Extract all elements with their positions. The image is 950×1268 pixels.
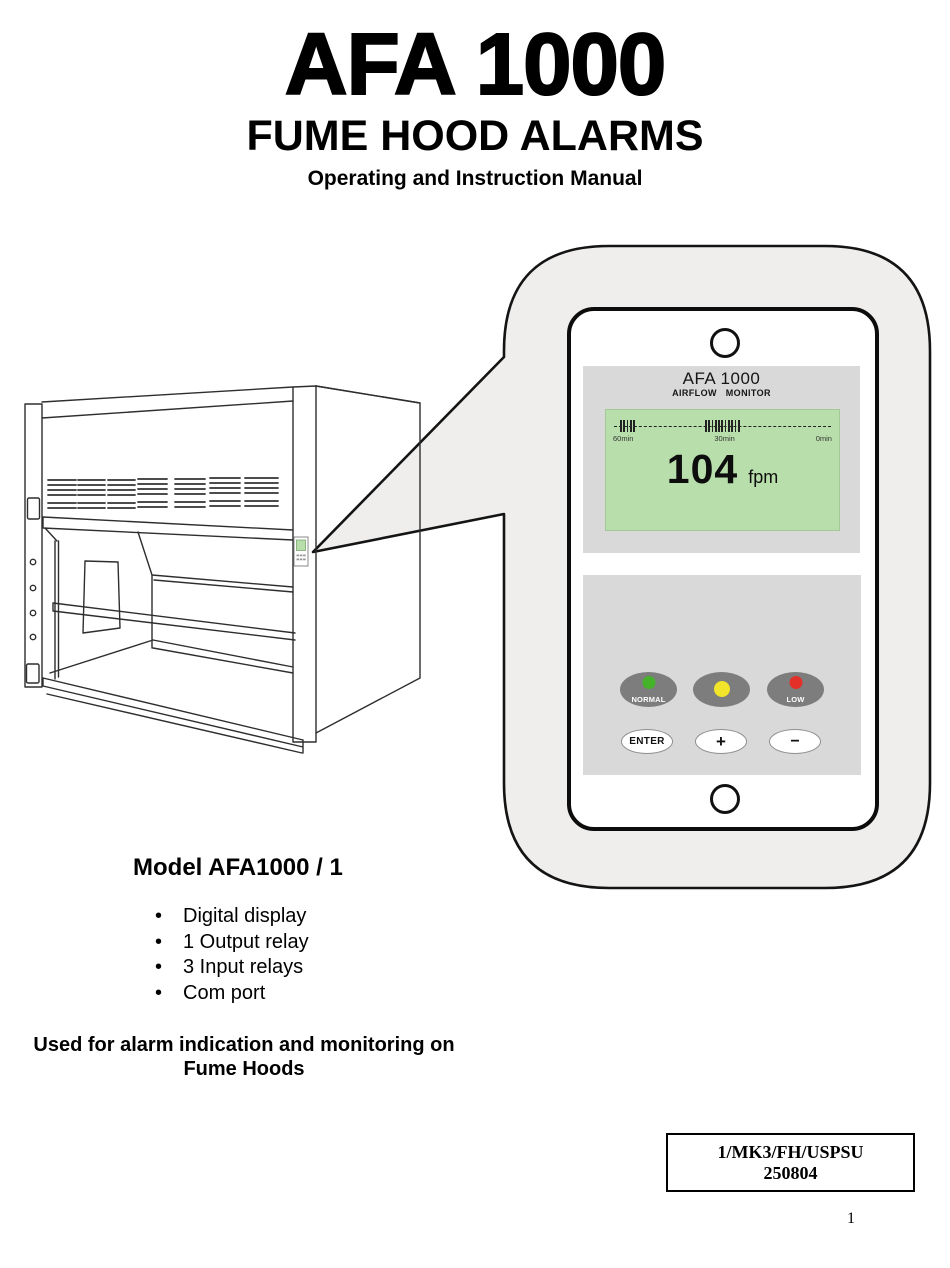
low-indicator-label: LOW [786,695,805,704]
monitor-brand: AFA 1000 [682,369,761,388]
feature-list: • Digital display • 1 Output relay • 3 I… [155,904,309,1006]
document-code-box: 1/MK3/FH/USPSU 250804 [666,1133,915,1192]
airflow-reading: 104 fpm [606,446,839,493]
list-item: • 1 Output relay [155,930,309,956]
page-tagline: Operating and Instruction Manual [307,167,643,190]
feature-label: 3 Input relays [183,956,304,978]
screw-top-icon [710,328,740,358]
wall-monitor-icon [293,536,309,567]
bullet-icon: • [155,930,163,953]
vent-slots-icon [47,477,279,509]
list-item: • 3 Input relays [155,955,309,981]
normal-indicator-label: NORMAL [631,695,666,704]
page-subtitle: FUME HOOD ALARMS [246,112,704,160]
document-code-line-2: 250804 [763,1163,818,1183]
usage-statement: Used for alarm indication and monitoring… [0,1033,488,1081]
minus-button: − [769,729,821,754]
display-panel: AFA 1000 AIRFLOW MONITOR 60min 30min 0mi… [583,366,860,553]
normal-indicator: NORMAL [620,672,677,707]
enter-button: ENTER [621,729,673,754]
bullet-icon: • [155,956,163,978]
afa1000-monitor-faceplate: AFA 1000 AIRFLOW MONITOR 60min 30min 0mi… [567,307,879,831]
keypad-panel: NORMAL LOW ENTER + − [583,575,861,775]
timeline-label-60min: 60min [613,434,634,443]
document-code-line-1: 1/MK3/FH/USPSU [717,1142,864,1162]
feature-label: Digital display [183,905,307,927]
red-led-icon [789,676,802,689]
timeline-labels: 60min 30min 0min [613,434,832,443]
airflow-screen: 60min 30min 0min 104 fpm [605,409,840,531]
timeline-label-30min: 30min [714,434,735,443]
timeline-label-0min: 0min [815,434,832,443]
screw-bottom-icon [710,784,740,814]
caution-indicator [693,672,750,707]
trend-bars-icon [705,420,740,432]
airflow-unit: fpm [748,467,779,487]
list-item: • Digital display [155,904,309,930]
feature-label: 1 Output relay [183,930,309,953]
green-led-icon [642,676,655,689]
list-item: • Com port [155,981,309,1007]
page-number: 1 [847,1210,855,1227]
trend-graph [614,420,831,434]
low-indicator: LOW [767,672,824,707]
model-heading: Model AFA1000 / 1 [133,854,343,881]
fume-hood-lines [24,385,421,754]
bullet-icon: • [155,981,163,1004]
trend-bars-icon [620,420,635,432]
usage-line-1: Used for alarm indication and monitoring… [33,1034,455,1056]
airflow-value: 104 [666,446,739,492]
page-title: AFA 1000 [284,16,667,113]
monitor-brand-sub: AIRFLOW MONITOR [672,388,771,398]
plus-button: + [695,729,747,754]
feature-label: Com port [183,981,266,1004]
yellow-led-icon [713,681,730,697]
usage-line-2: Fume Hoods [183,1058,305,1080]
bullet-icon: • [155,905,163,927]
